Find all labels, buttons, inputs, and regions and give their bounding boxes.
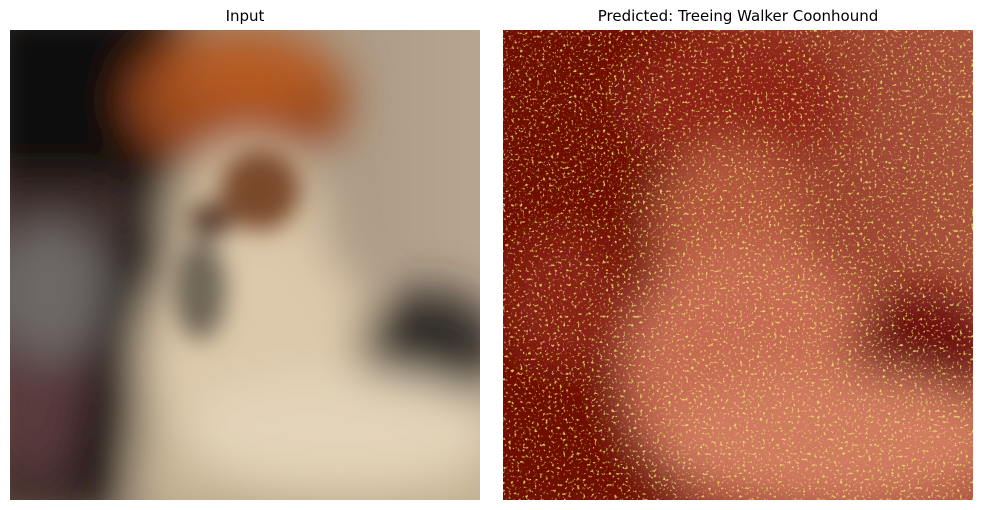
input-image xyxy=(10,30,480,500)
saliency-heatmap-overlay-icon xyxy=(503,30,973,500)
input-panel: Input xyxy=(10,0,480,510)
prediction-panel: Predicted: Treeing Walker Coonhound xyxy=(503,0,973,510)
blurred-cat-photo-icon xyxy=(10,30,480,500)
saliency-image xyxy=(503,30,973,500)
prediction-panel-title: Predicted: Treeing Walker Coonhound xyxy=(597,7,879,25)
input-panel-title: Input xyxy=(225,7,265,25)
